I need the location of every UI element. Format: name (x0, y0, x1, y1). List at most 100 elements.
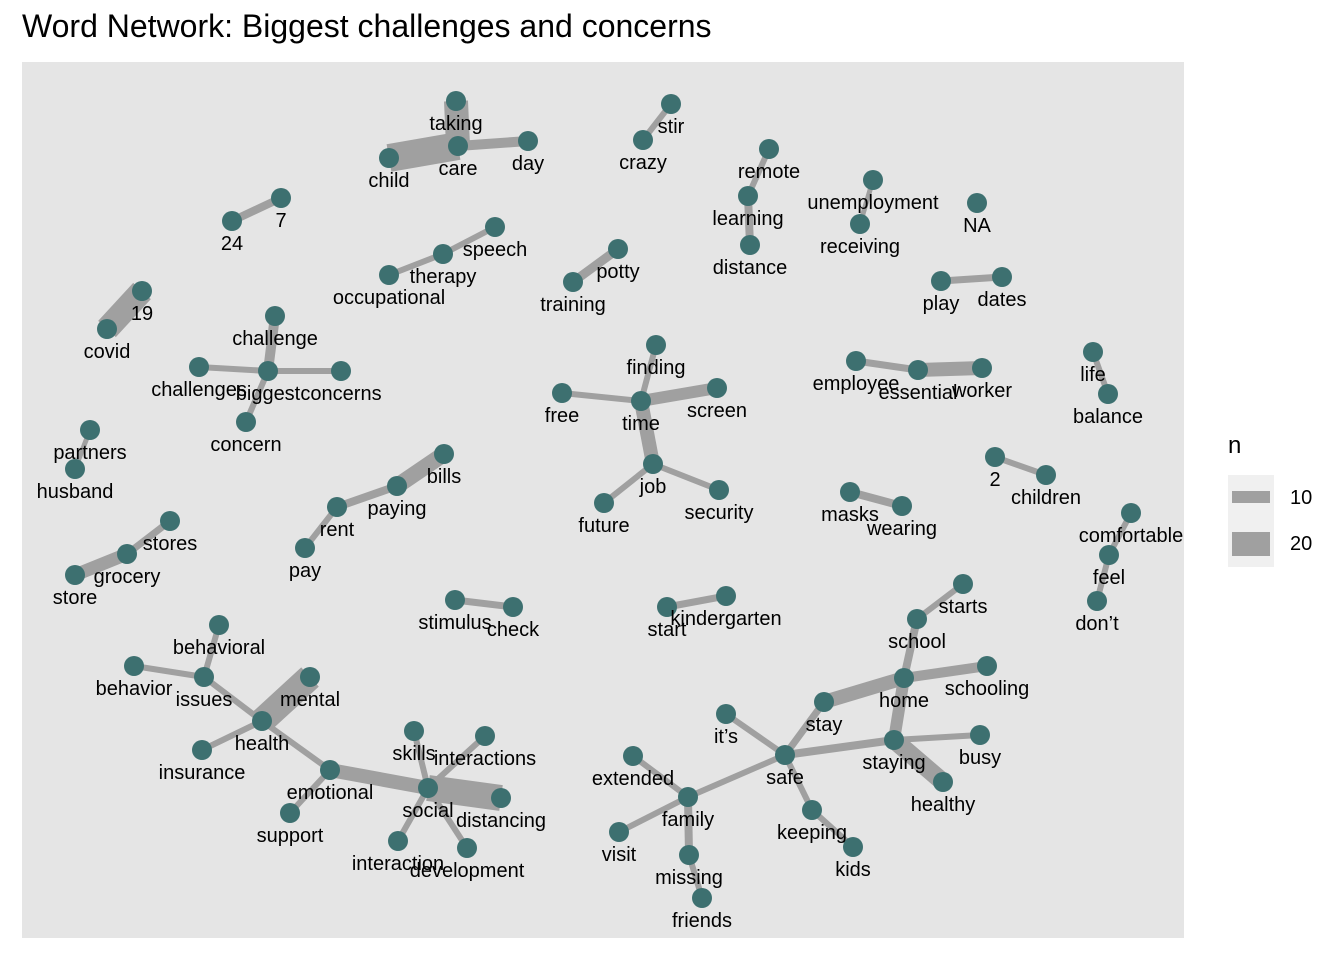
label-concern: concern (210, 434, 281, 456)
label-job: job (639, 476, 667, 498)
edge-its-safe (724, 711, 787, 758)
node-behavioral (209, 615, 229, 635)
label-rent: rent (320, 519, 355, 541)
label-behavior: behavior (96, 678, 173, 700)
label-schooling: schooling (945, 678, 1030, 700)
label-missing: missing (655, 867, 723, 889)
edge-social-distancing (426, 775, 503, 811)
node-children (1036, 465, 1056, 485)
label-concerns: concerns (300, 383, 381, 405)
node-covid (97, 319, 117, 339)
node-kids (843, 837, 863, 857)
edge-job-security (651, 461, 721, 493)
node-stir (661, 94, 681, 114)
label-remote: remote (738, 161, 800, 183)
label-keeping: keeping (777, 822, 847, 844)
node-store (65, 565, 85, 585)
label-kids: kids (835, 859, 871, 881)
label-biggest: biggest (236, 383, 301, 405)
edge-mental-health (253, 667, 319, 731)
edge-time-job (634, 399, 660, 466)
node-biggest (258, 361, 278, 381)
label-development: development (410, 860, 525, 882)
edge-social-interaction (395, 786, 431, 843)
label-its: it’s (714, 726, 738, 748)
edge-health-insurance (200, 718, 264, 753)
label-store: store (53, 587, 97, 609)
node-day (518, 131, 538, 151)
label-staying: staying (862, 752, 925, 774)
label-dates: dates (978, 289, 1027, 311)
node-extended (623, 746, 643, 766)
node-schooling (977, 656, 997, 676)
node-taking (446, 91, 466, 111)
edge-issues-health (202, 674, 264, 724)
label-pay: pay (289, 560, 321, 582)
node-kindergarten (716, 586, 736, 606)
label-worker: worker (951, 380, 1012, 402)
node-stay (814, 692, 834, 712)
node-staying (884, 730, 904, 750)
node-play (931, 271, 951, 291)
node-concern (236, 412, 256, 432)
node-2 (985, 447, 1005, 467)
node-skills (404, 721, 424, 741)
node-grocery (117, 544, 137, 564)
node-its (716, 704, 736, 724)
node-dont (1087, 591, 1107, 611)
node-busy (970, 725, 990, 745)
edge-safe-staying (784, 736, 895, 759)
label-balance: balance (1073, 406, 1143, 428)
node-child (379, 148, 399, 168)
node-challenges (189, 357, 209, 377)
label-family: family (662, 809, 714, 831)
node-keeping (802, 800, 822, 820)
label-free: free (545, 405, 579, 427)
label-future: future (578, 515, 629, 537)
edge-home-schooling (903, 661, 988, 683)
node-pay (295, 538, 315, 558)
label-social: social (402, 800, 453, 822)
node-emotional (320, 760, 340, 780)
node-missing (679, 845, 699, 865)
node-partners (80, 420, 100, 440)
node-therapy (433, 244, 453, 264)
label-busy: busy (959, 747, 1001, 769)
edge-free-time (561, 390, 642, 404)
label-stimulus: stimulus (418, 612, 491, 634)
label-stores: stores (143, 533, 197, 555)
label-security: security (685, 502, 754, 524)
label-emotional: emotional (287, 782, 374, 804)
edge-child-care (386, 132, 461, 172)
edge-job-future (602, 461, 655, 506)
label-stay: stay (806, 714, 843, 736)
label-health: health (235, 733, 290, 755)
node-occupational (379, 265, 399, 285)
node-start (657, 597, 677, 617)
node-husband (65, 459, 85, 479)
label-paying: paying (368, 498, 427, 520)
node-rent (327, 497, 347, 517)
edge-family-visit (617, 794, 690, 835)
label-feel: feel (1093, 567, 1125, 589)
legend-key-20 (1232, 532, 1270, 556)
label-bills: bills (427, 466, 461, 488)
edge-health-emotional (260, 718, 332, 773)
edge-social-development (425, 786, 470, 850)
node-wearing (892, 496, 912, 516)
label-19: 19 (131, 303, 153, 325)
node-healthy (933, 772, 953, 792)
legend-title: n (1228, 432, 1242, 459)
node-future (594, 493, 614, 513)
node-school (907, 609, 927, 629)
node-starts (953, 574, 973, 594)
node-interaction (388, 831, 408, 851)
label-screen: screen (687, 400, 747, 422)
node-screen (707, 378, 727, 398)
node-7 (271, 188, 291, 208)
label-day: day (512, 153, 544, 175)
node-job (643, 454, 663, 474)
edge-play-dates (940, 273, 1003, 285)
label-support: support (257, 825, 324, 847)
